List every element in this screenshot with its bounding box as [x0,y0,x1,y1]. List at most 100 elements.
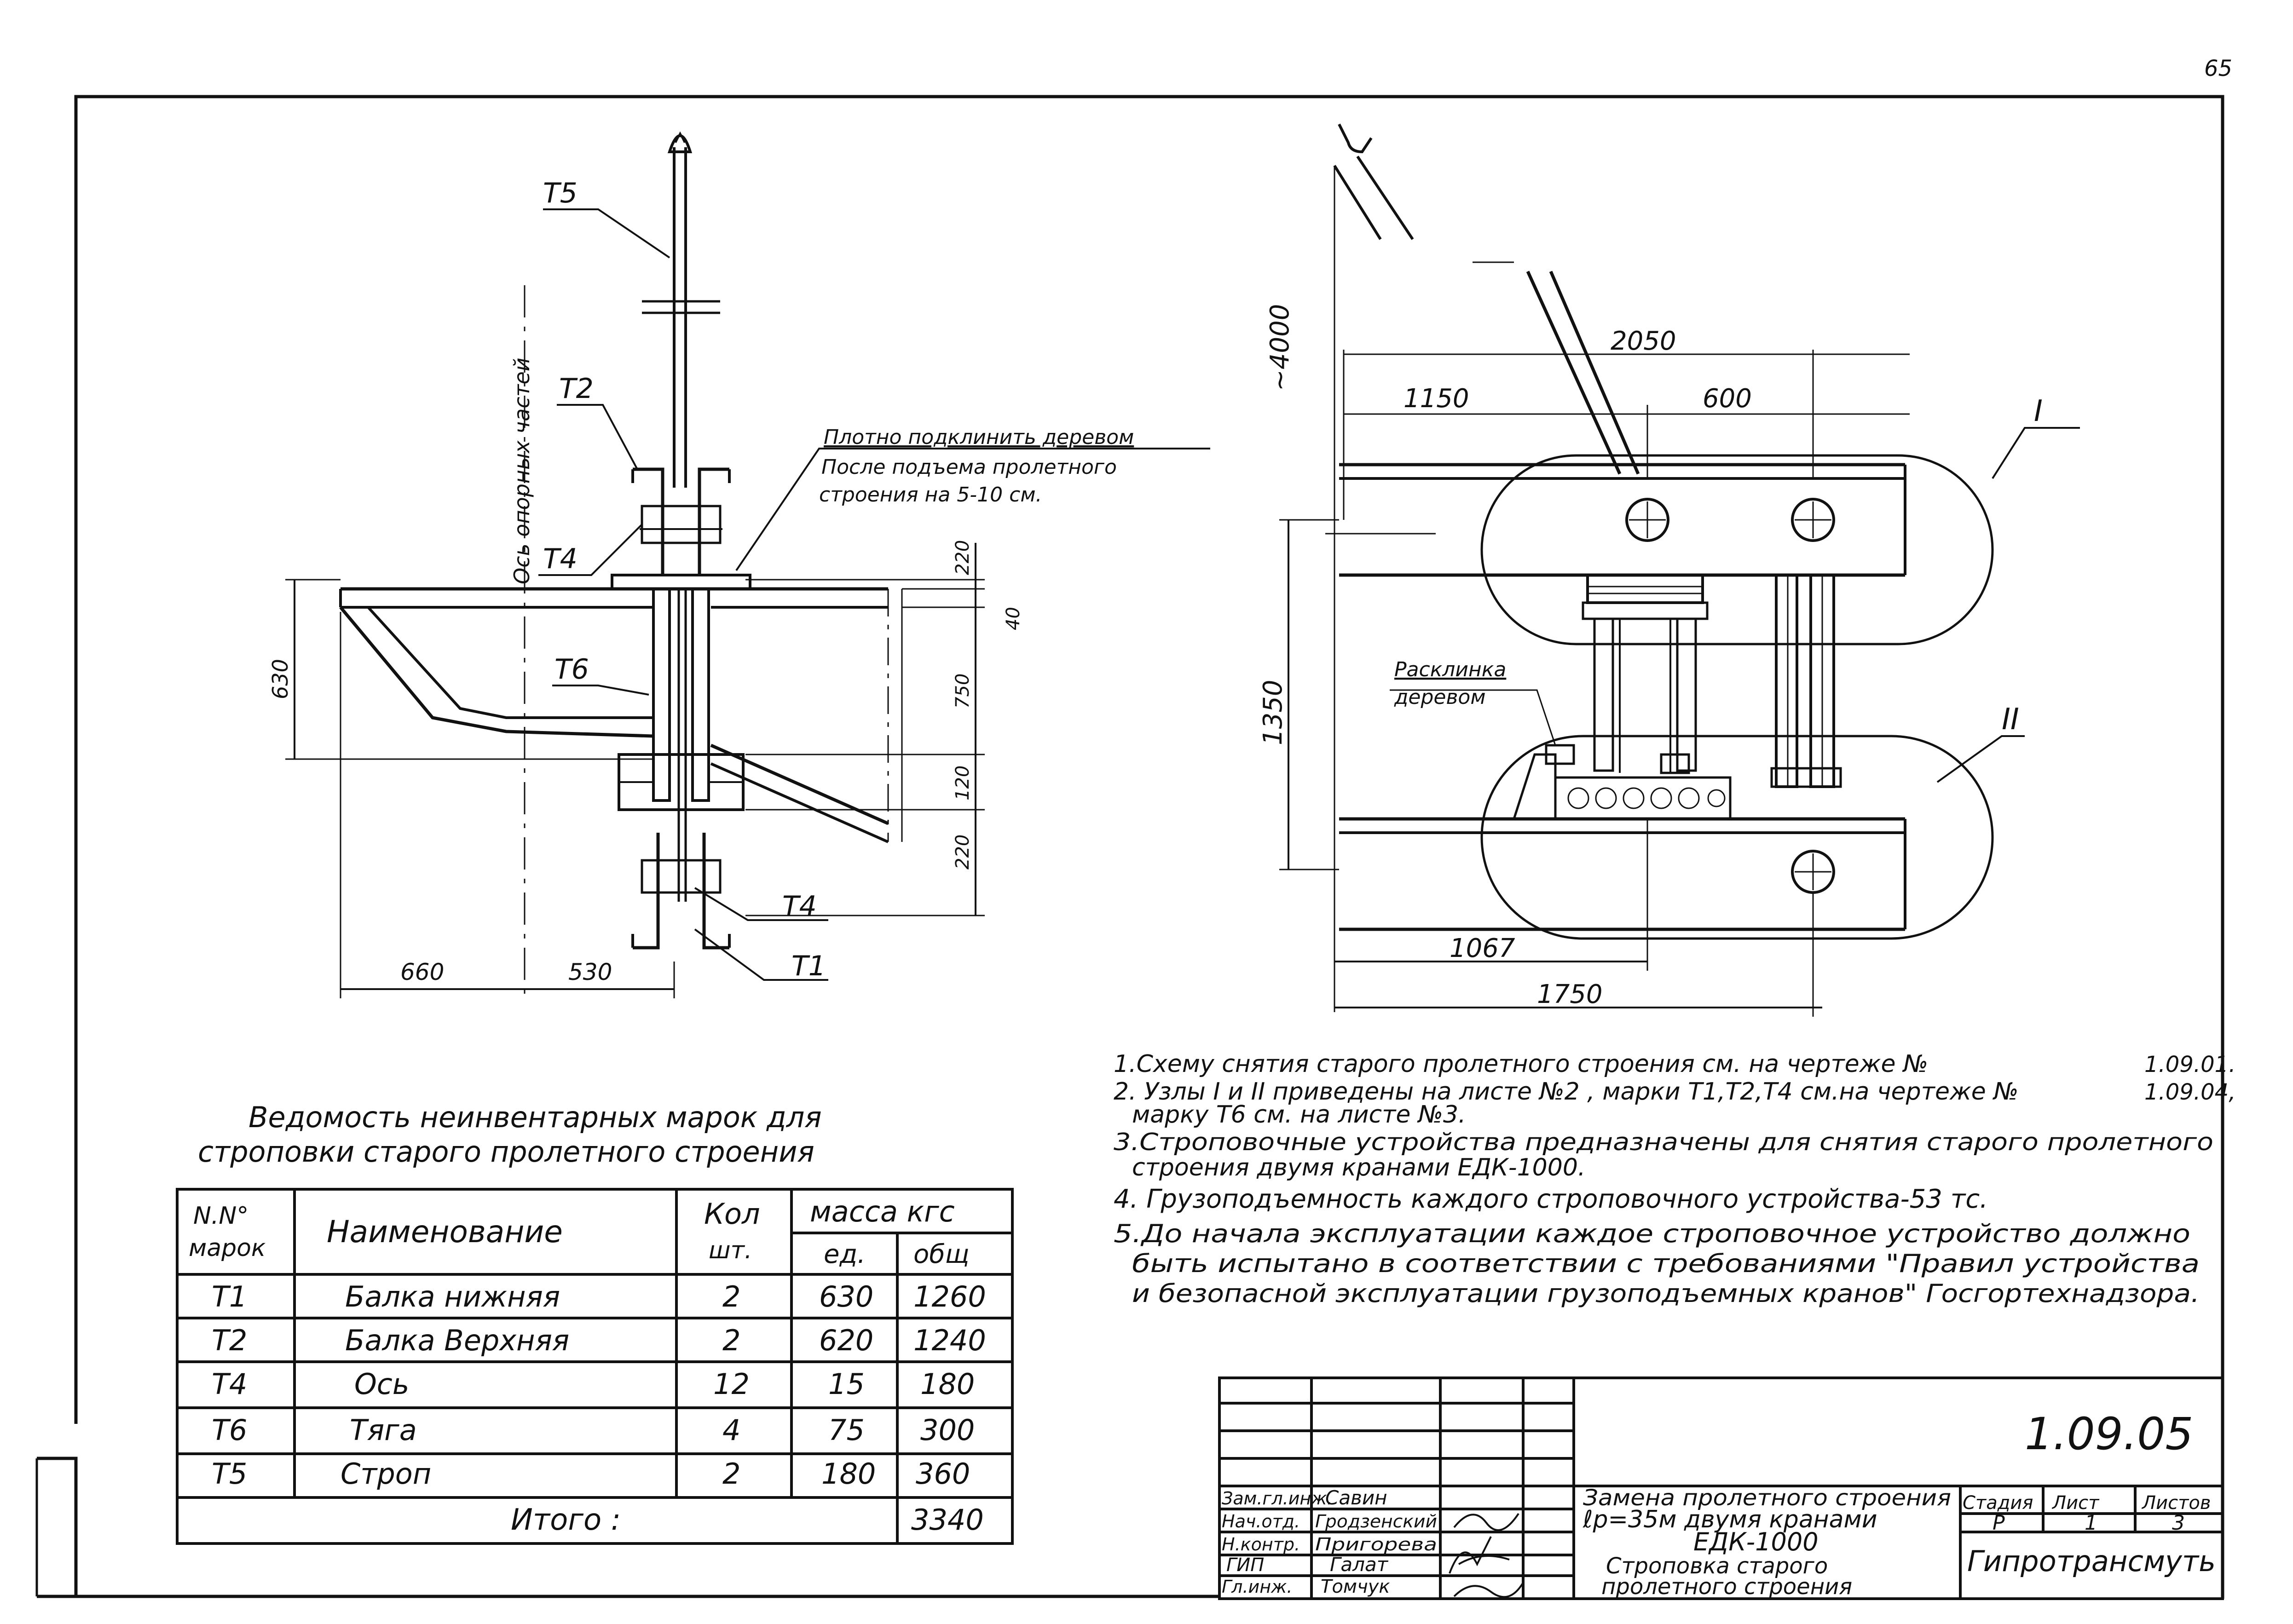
page-number: 65 [2204,56,2232,81]
stage-value: Р [1993,1511,2005,1535]
dim-120: 120 [952,766,973,800]
doc-number: 1.09.05 [2025,1408,2193,1460]
note-5-cont1: быть испытано в соответствии с требовани… [1132,1249,2200,1278]
row5-qty: 2 [722,1457,740,1491]
note-line-1: Плотно подклинить деревом [824,426,1134,449]
role-4: ГИП [1226,1555,1264,1576]
row4-unit: 75 [828,1413,865,1447]
th-qty-1: Кол [704,1197,760,1231]
role-2: Нач.отд. [1222,1511,1300,1532]
row5-name: Строп [341,1457,431,1491]
right-elevation-drawing [1279,123,2080,1017]
role-3: Н.контр. [1222,1534,1300,1555]
th-mass: масса кгс [810,1195,955,1228]
dim-1750: 1750 [1537,979,1603,1009]
dim-750: 750 [952,674,973,708]
row3-mark: T4 [212,1367,247,1401]
note-2: 2. Узлы I и II приведены на листе №2 , м… [1114,1078,2018,1106]
left-section-drawing [285,131,1210,998]
axis-label: Ось опорных частей [509,357,534,584]
wedge-note-2: деревом [1394,685,1486,709]
dim-220-bottom: 220 [952,835,973,870]
role-5: Гл.инж. [1222,1577,1292,1597]
sheets-value: 3 [2172,1511,2185,1535]
th-marks-1: N.N° [193,1202,248,1230]
th-name: Наименование [327,1214,563,1250]
title-block: 1.09.05 Зам.гл.инж. Савин Нач.отд. Гродз… [1218,1376,2224,1600]
row5-mark: T5 [212,1457,247,1491]
row4-total: 300 [920,1413,975,1447]
row1-qty: 2 [722,1280,740,1313]
row2-total: 1240 [913,1324,986,1357]
row5-unit: 180 [821,1457,876,1491]
row2-mark: T2 [212,1324,247,1357]
note-2-ref: 1.09.04, [2144,1079,2235,1105]
sheet-title-1: Строповка старого [1606,1553,1828,1579]
th-marks-2: марок [189,1234,266,1262]
row2-name: Балка Верхняя [345,1324,569,1357]
dim-1067: 1067 [1450,933,1515,963]
name-3: Пригорева [1315,1534,1437,1555]
row1-name: Балка нижняя [345,1280,560,1313]
sheet-value: 1 [2085,1511,2097,1535]
label-t2: T2 [559,373,594,405]
dim-600: 600 [1703,384,1752,414]
row3-total: 180 [920,1367,975,1401]
table-title-2: строповки старого пролетного строения [198,1135,814,1169]
note-5-cont2: и безопасной эксплуатации грузоподъемных… [1132,1279,2200,1308]
note-line-2: После подъема пролетного [821,455,1117,479]
role-1: Зам.гл.инж. [1222,1488,1333,1509]
total-value: 3340 [911,1503,984,1537]
dim-40: 40 [1003,607,1024,630]
note-2-cont: марку Т6 см. на листе №3. [1132,1101,1466,1129]
left-drawing-labels: T5 T2 T4 T6 T4 T1 Ось опорных частей Пло… [268,177,1134,985]
total-label: Итого : [511,1503,621,1537]
dim-1350: 1350 [1258,680,1288,745]
note-1: 1.Схему снятия старого пролетного строен… [1114,1050,1928,1078]
sheet-title-2: пролетного строения [1601,1574,1852,1600]
dim-660: 660 [400,959,444,985]
note-3: 3.Строповочные устройства предназначены … [1114,1129,2213,1156]
dim-1150: 1150 [1404,384,1469,414]
marks-table: Ведомость неинвентарных марок для стропо… [176,1100,1014,1545]
project-line-1: Замена пролетного строения [1583,1485,1951,1511]
th-mass-unit: ед. [824,1239,866,1269]
row4-name: Тяга [350,1413,417,1447]
right-drawing-labels: ~4000 2050 1150 600 1350 1067 1750 I II … [1258,304,2043,1009]
row2-qty: 2 [722,1324,740,1357]
dim-530: 530 [568,959,612,985]
general-notes: 1.Схему снятия старого пролетного строен… [1114,1050,2235,1308]
row3-name: Ось [354,1367,409,1401]
stage-label: Стадия [1963,1492,2033,1514]
th-qty-2: шт. [709,1237,752,1264]
note-1-ref: 1.09.01. [2144,1052,2235,1077]
sheet-frame [35,95,2224,1599]
note-line-3: строения на 5-10 см. [819,483,1042,507]
name-5: Томчук [1321,1576,1390,1597]
signatures [1449,1513,1524,1598]
label-t1: T1 [791,950,826,982]
note-4: 4. Грузоподъемность каждого строповочног… [1114,1184,1988,1214]
name-1: Савин [1325,1486,1387,1509]
row3-unit: 15 [828,1367,865,1401]
name-2: Гродзенский [1315,1511,1437,1532]
note-5: 5.До начала эксплуатации каждое стропово… [1114,1219,2190,1248]
dim-220-top: 220 [952,540,973,575]
label-t5: T5 [543,177,578,209]
name-4: Галат [1330,1553,1389,1576]
row5-total: 360 [916,1457,970,1491]
row2-unit: 620 [819,1324,873,1357]
wedge-note-1: Расклинка [1394,658,1506,681]
row4-qty: 4 [722,1413,740,1447]
dim-2050: 2050 [1611,326,1676,356]
sheets-label: Листов [2141,1492,2211,1514]
node-ii-label: II [2002,703,2019,737]
label-t4-top: T4 [543,543,578,575]
dim-4000: ~4000 [1265,304,1295,391]
row3-qty: 12 [713,1367,750,1401]
node-i-label: I [2034,394,2043,428]
row4-mark: T6 [212,1413,247,1447]
row1-total: 1260 [913,1280,986,1313]
row1-unit: 630 [819,1280,873,1313]
